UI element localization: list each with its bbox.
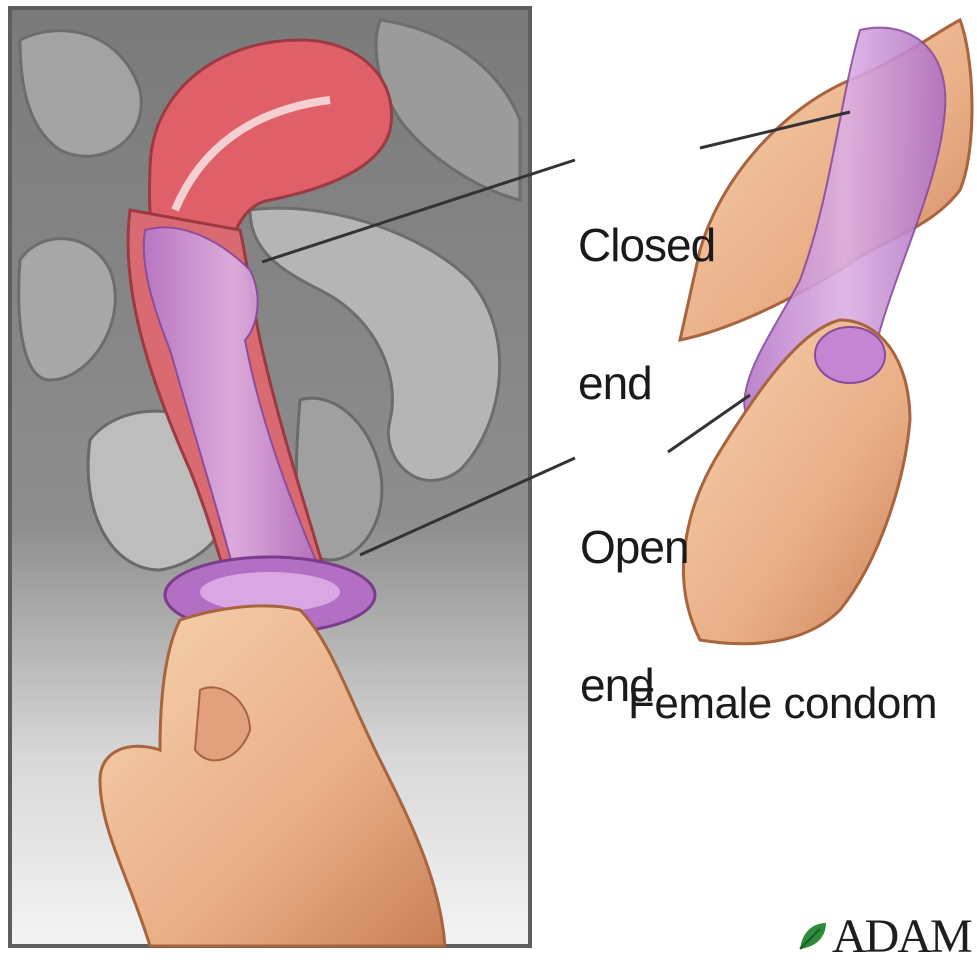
figure-caption: Female condom xyxy=(628,682,937,726)
hands-holding-condom xyxy=(680,20,972,644)
leaf-icon xyxy=(796,919,830,953)
logo-text: ADAM xyxy=(832,909,971,964)
closed-end-label-line2: end xyxy=(578,360,698,406)
condom-inner-ring xyxy=(815,327,885,383)
anatomy-panel xyxy=(10,8,530,946)
closed-end-label-line1: Closed xyxy=(578,222,698,268)
closed-end-label: Closed end xyxy=(578,130,698,452)
adam-logo: ADAM xyxy=(796,910,971,962)
open-end-label-line1: Open xyxy=(580,524,690,570)
